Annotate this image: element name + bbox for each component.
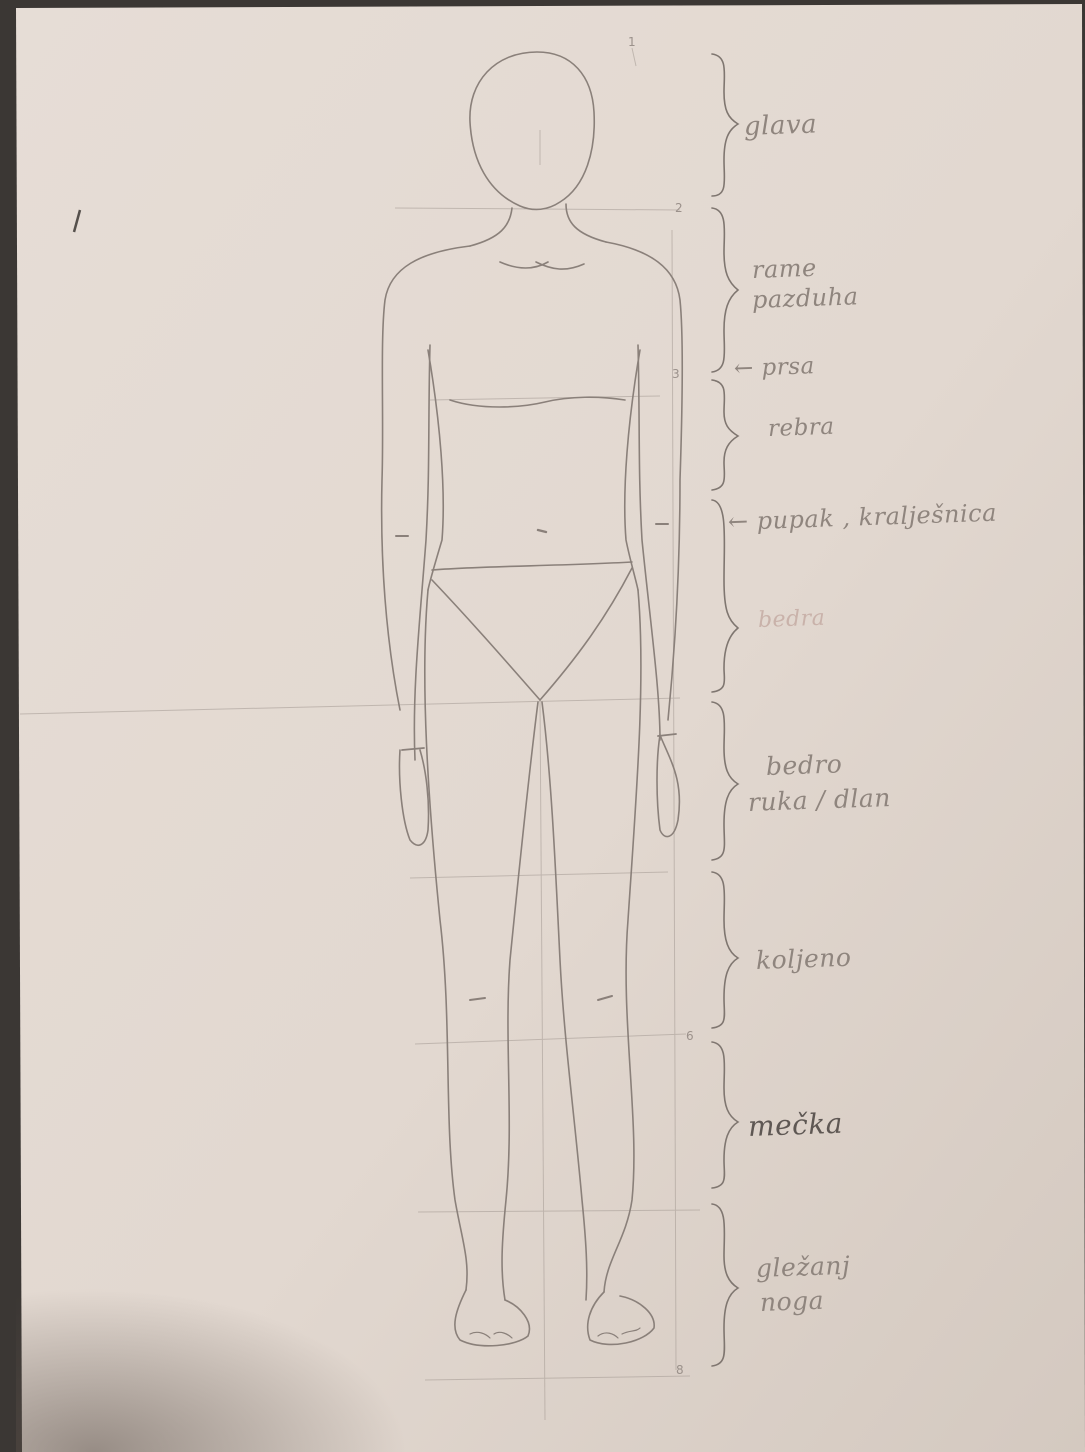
label-ribs: rebra bbox=[768, 414, 835, 442]
label-shoulder: rame bbox=[752, 254, 818, 284]
label-calf: mečka bbox=[747, 1107, 843, 1143]
label-knee: koljeno bbox=[755, 943, 851, 975]
svg-text:8: 8 bbox=[676, 1363, 684, 1377]
svg-text:1: 1 bbox=[628, 35, 636, 49]
label-hips: bedra bbox=[758, 606, 826, 633]
photo-shadow bbox=[16, 1180, 536, 1452]
label-foot: noga bbox=[759, 1286, 824, 1317]
svg-text:6: 6 bbox=[686, 1029, 694, 1043]
label-chest: ← prsa bbox=[734, 353, 816, 382]
svg-text:2: 2 bbox=[675, 201, 683, 215]
label-head: glava bbox=[743, 109, 817, 142]
label-hand: ruka / dlan bbox=[747, 783, 891, 817]
label-ankle: gležanj bbox=[755, 1251, 850, 1283]
svg-text:3: 3 bbox=[672, 367, 680, 381]
label-thigh: bedro bbox=[765, 749, 842, 781]
label-armpit: pazduha bbox=[752, 282, 859, 314]
